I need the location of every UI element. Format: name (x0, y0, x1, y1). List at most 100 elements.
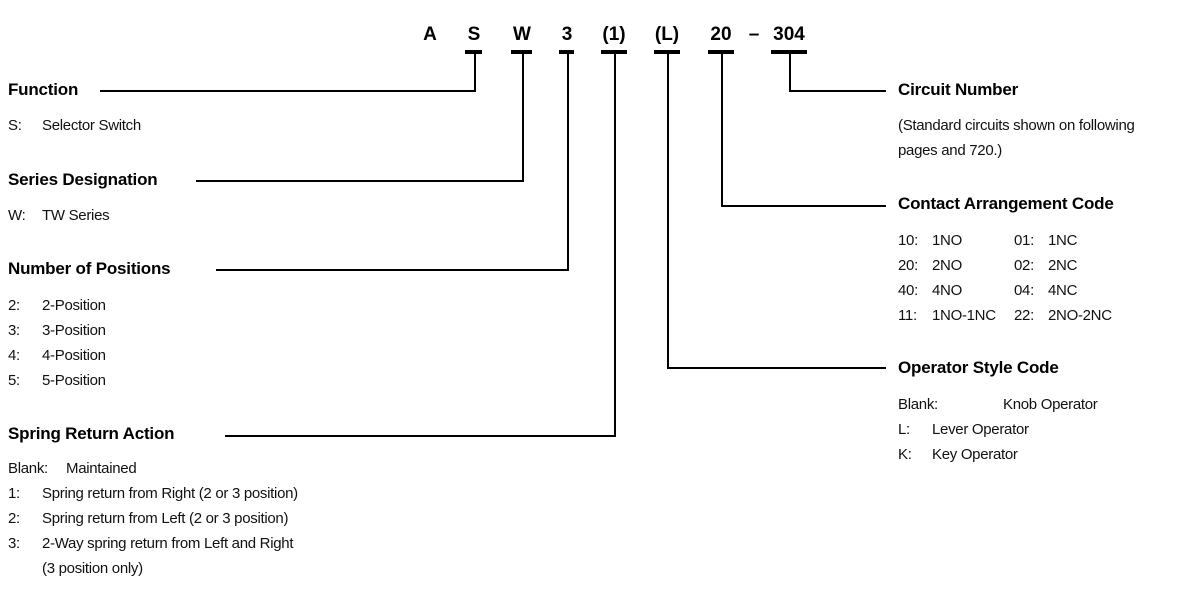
circuit-number-note: (Standard circuits shown on following pa… (898, 115, 1135, 165)
item-code: 22: (1014, 307, 1034, 324)
item-code: 2: (8, 297, 20, 314)
item-code: 1: (8, 485, 20, 502)
function-item-list: S: Selector Switch (8, 115, 141, 140)
connector-horizontal-contact-arrangement (721, 205, 886, 207)
number-of-positions-item-list: 2: 2-Position 3: 3-Position 4: 4-Positio… (8, 295, 106, 395)
code-segment-circuit-number: 304 (773, 24, 805, 45)
item-code: 10: (898, 232, 918, 249)
code-pair: 10: 1NO (898, 230, 1006, 255)
number-of-positions-section-title: Number of Positions (8, 259, 171, 278)
list-item: Blank: Maintained (8, 458, 298, 483)
code-segment-spring-return: (1) (602, 24, 626, 45)
list-item: K: Key Operator (898, 444, 1098, 469)
spring-return-action-section-title: Spring Return Action (8, 424, 175, 443)
item-label: 4NO (932, 282, 962, 299)
operator-style-code-section-title: Operator Style Code (898, 358, 1059, 377)
item-label: 2NC (1048, 257, 1078, 274)
note-line: pages and 720.) (898, 142, 1002, 159)
item-code: W: (8, 207, 26, 224)
spring-return-action-item-list: Blank: Maintained 1: Spring return from … (8, 458, 298, 583)
underline-function (465, 50, 482, 54)
item-label: 2NO (932, 257, 962, 274)
item-code: 3: (8, 322, 20, 339)
item-code: 4: (8, 347, 20, 364)
item-label: Spring return from Left (2 or 3 position… (42, 510, 289, 527)
list-item: 2: 2-Position (8, 295, 106, 320)
item-code: Blank: (898, 396, 938, 413)
connector-horizontal-series (196, 180, 524, 182)
item-label: 2-Way spring return from Left and Right (42, 535, 294, 552)
list-item: 3: 2-Way spring return from Left and Rig… (8, 533, 298, 558)
item-code (8, 558, 34, 583)
connector-vertical-operator-style (667, 54, 669, 369)
connector-horizontal-operator-style (667, 367, 886, 369)
list-item: 5: 5-Position (8, 370, 106, 395)
item-code: Blank: (8, 460, 48, 477)
item-code: 40: (898, 282, 918, 299)
code-segment-series: W (513, 24, 531, 45)
item-code: 3: (8, 535, 20, 552)
code-segment-positions: 3 (561, 24, 573, 45)
item-label: 2-Position (42, 297, 106, 314)
item-label: TW Series (42, 207, 110, 224)
list-item: W: TW Series (8, 205, 110, 230)
item-label: Maintained (66, 460, 137, 477)
item-code: 11: (898, 307, 917, 324)
item-label: 3-Position (42, 322, 106, 339)
list-item: 4: 4-Position (8, 345, 106, 370)
connector-horizontal-function (100, 90, 476, 92)
item-label: 1NC (1048, 232, 1078, 249)
code-segment-contact-arrangement: 20 (710, 24, 732, 45)
list-item: 3: 3-Position (8, 320, 106, 345)
item-code: 04: (1014, 282, 1034, 299)
code-segment-operator-style: (L) (654, 24, 680, 45)
item-code: K: (898, 446, 912, 463)
code-pair: 20: 2NO (898, 255, 1006, 280)
underline-spring-return (601, 50, 627, 54)
note-line: (Standard circuits shown on following (898, 117, 1135, 134)
connector-horizontal-positions (216, 269, 569, 271)
item-label: Key Operator (932, 446, 1018, 463)
connector-vertical-spring-return (614, 54, 616, 437)
item-code: 01: (1014, 232, 1034, 249)
item-code: S: (8, 117, 22, 134)
connector-vertical-positions (567, 54, 569, 271)
code-segment-function: S (467, 24, 481, 45)
list-item: 2: Spring return from Left (2 or 3 posit… (8, 508, 298, 533)
item-code: 2: (8, 510, 20, 527)
list-item-continuation: (3 position only) (8, 558, 298, 583)
connector-vertical-circuit-number (789, 54, 791, 92)
item-label: 4-Position (42, 347, 106, 364)
contact-arrangement-code-section-title: Contact Arrangement Code (898, 194, 1114, 213)
table-row: 20: 2NO 02: 2NC (898, 255, 1122, 280)
operator-style-code-item-list: Blank: Knob Operator L: Lever Operator K… (898, 394, 1098, 469)
item-code: L: (898, 421, 910, 438)
code-pair: 22: 2NO-2NC (1014, 305, 1122, 330)
list-item: Blank: Knob Operator (898, 394, 1098, 419)
item-label: Knob Operator (1003, 396, 1098, 413)
item-label: Selector Switch (42, 117, 141, 134)
contact-arrangement-code-table: 10: 1NO 01: 1NC 20: 2NO 02: 2NC 40: 4NO (898, 230, 1122, 330)
item-code: 5: (8, 372, 20, 389)
item-label: (3 position only) (42, 560, 143, 577)
item-code: 02: (1014, 257, 1034, 274)
connector-vertical-function (474, 54, 476, 92)
code-pair: 04: 4NC (1014, 280, 1122, 305)
code-pair: 11: 1NO-1NC (898, 305, 1006, 330)
item-label: 2NO-2NC (1048, 307, 1112, 324)
list-item: 1: Spring return from Right (2 or 3 posi… (8, 483, 298, 508)
table-row: 10: 1NO 01: 1NC (898, 230, 1122, 255)
item-label: 1NO (932, 232, 962, 249)
underline-operator-style (654, 50, 680, 54)
item-label: 1NO-1NC (932, 307, 996, 324)
item-label: 5-Position (42, 372, 106, 389)
connector-horizontal-circuit-number (789, 90, 886, 92)
underline-circuit-number (771, 50, 807, 54)
circuit-number-section-title: Circuit Number (898, 80, 1018, 99)
series-designation-item-list: W: TW Series (8, 205, 110, 230)
list-item: S: Selector Switch (8, 115, 141, 140)
table-row: 40: 4NO 04: 4NC (898, 280, 1122, 305)
code-pair: 02: 2NC (1014, 255, 1122, 280)
item-label: 4NC (1048, 282, 1078, 299)
item-code: 20: (898, 257, 918, 274)
